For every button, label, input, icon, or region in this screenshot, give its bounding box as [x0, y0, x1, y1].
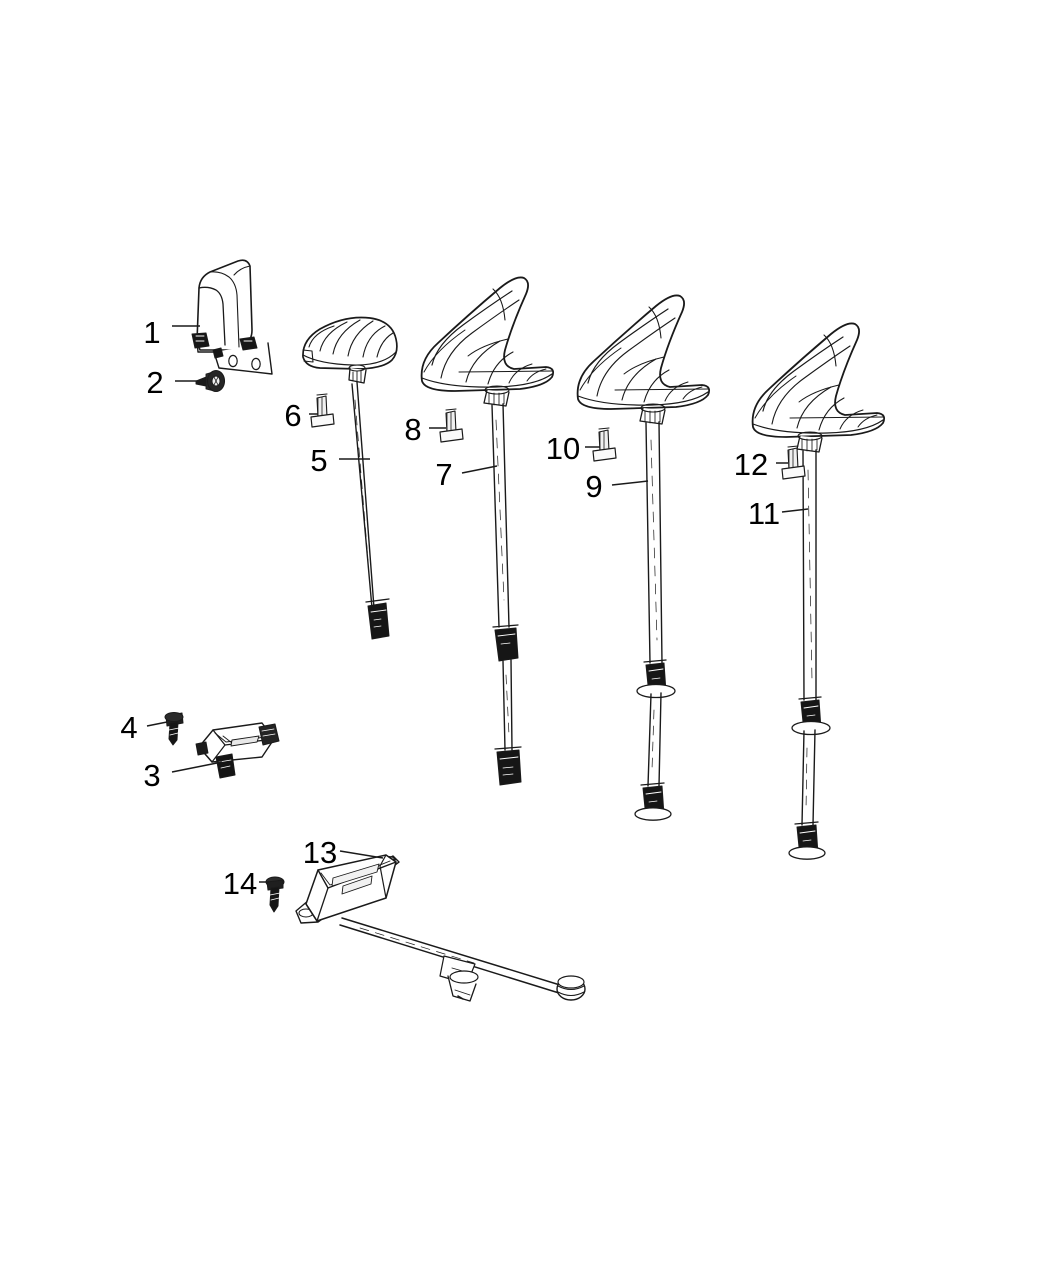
part-1-antenna-bracket	[191, 259, 273, 375]
leader-7	[461, 465, 498, 474]
callout-number-14: 14	[223, 866, 257, 901]
callout-number-5: 5	[310, 443, 327, 478]
part-3-antenna-module	[195, 722, 280, 779]
leader-9	[611, 480, 649, 486]
callout-number-1: 1	[143, 315, 160, 350]
callout-number-12: 12	[734, 447, 768, 482]
leader-11	[781, 508, 809, 513]
callout-number-11: 11	[748, 496, 780, 531]
part-4-push-pin-clip	[164, 712, 184, 746]
callout-number-2: 2	[146, 365, 163, 400]
callout-number-group: 1 2 3 4 5 6 7 8 9 10 11 12 13 14	[120, 315, 780, 901]
leader-13	[339, 850, 384, 859]
part-7-shark-fin-antenna	[420, 276, 555, 786]
callout-number-4: 4	[120, 710, 137, 745]
part-10-hex-bolt	[592, 427, 617, 462]
leader-3	[171, 761, 223, 773]
part-14-push-pin-clip	[265, 876, 285, 913]
callout-leader-lines	[146, 325, 809, 883]
callout-number-3: 3	[143, 758, 160, 793]
callout-number-6: 6	[284, 398, 301, 433]
callout-number-9: 9	[585, 469, 602, 504]
leader-4	[146, 721, 168, 727]
part-6-hex-bolt	[310, 393, 335, 428]
part-11-shark-fin-antenna	[751, 322, 886, 860]
part-5-dome-antenna	[302, 316, 398, 640]
part-12-hex-bolt	[781, 445, 806, 480]
part-9-shark-fin-antenna	[576, 294, 711, 821]
callout-number-13: 13	[303, 835, 337, 870]
part-8-hex-bolt	[439, 408, 464, 443]
callout-number-10: 10	[546, 431, 580, 466]
part-2-screw-washer	[195, 369, 226, 393]
callout-number-8: 8	[404, 412, 421, 447]
part-13-amplifier-module	[295, 854, 586, 1002]
callout-number-7: 7	[435, 457, 452, 492]
